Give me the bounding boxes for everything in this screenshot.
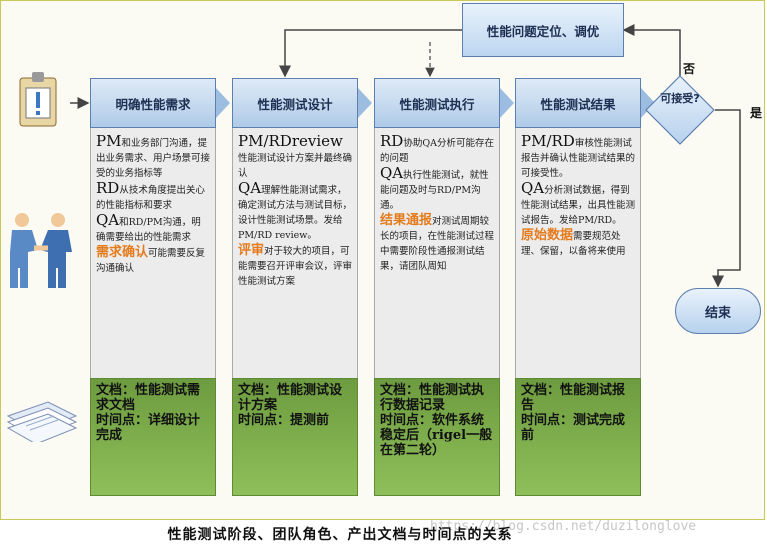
decision-diamond — [645, 75, 715, 145]
highlight-label: 评审 — [238, 243, 265, 258]
body-text: 协助QA分析可能存在的问题 — [380, 138, 494, 164]
body-text: 和RD/PM沟通，明确需要给出的性能需求 — [96, 217, 201, 243]
highlight-label: 需求确认 — [96, 245, 149, 260]
body-paragraph: 结果通报对测试周期较长的项目，在性能测试过程中需要阶段性通报测试结果，请团队周知 — [380, 213, 494, 274]
body-paragraph: PM和业务部门沟通，提出业务需求、用户场景可接受的业务指标等 — [96, 134, 210, 181]
role-label: QA — [238, 179, 262, 197]
decision-label: 可接受? — [660, 92, 700, 105]
documents-icon — [6, 401, 78, 442]
body-text: 审核性能测试报告并确认性能测试结果的可接受性。 — [521, 138, 636, 179]
tuning-box: 性能问题定位、调优 — [462, 3, 624, 57]
body-paragraph: QA和RD/PM沟通，明确需要给出的性能需求 — [96, 213, 210, 245]
column-doc: 文档：性能测试报告 时间点：测试完成前 — [515, 378, 641, 496]
body-text: 可能需要反复沟通确认 — [96, 248, 206, 274]
body-text: 对测试周期较长的项目，在性能测试过程中需要阶段性通报测试结果，请团队周知 — [380, 216, 495, 272]
role-label: QA — [96, 211, 120, 229]
body-paragraph: PM/RD审核性能测试报告并确认性能测试结果的可接受性。 — [521, 134, 635, 181]
body-text: 和业务部门沟通，提出业务需求、用户场景可接受的业务指标等 — [96, 138, 211, 179]
role-label: QA — [521, 179, 545, 197]
body-text: 分析测试数据，得到性能测试结果，出具性能测试报告。发给PM/RD。 — [521, 185, 636, 226]
time-text: 时间点：详细设计完成 — [96, 413, 201, 443]
no-label: 否 — [683, 62, 696, 76]
yes-label: 是 — [750, 106, 763, 120]
body-paragraph: QA分析测试数据，得到性能测试结果，出具性能测试报告。发给PM/RD。 — [521, 181, 635, 228]
body-text: 对于较大的项目，可能需要召开评审会议，评审性能测试方案 — [238, 246, 353, 287]
column-title: 明确性能需求 — [90, 78, 230, 128]
column-doc: 文档：性能测试执行数据记录 时间点：软件系统稳定后（rigel一般在第二轮） — [374, 378, 500, 496]
time-text: 时间点：软件系统稳定后（rigel一般在第二轮） — [380, 413, 493, 458]
role-label: PM — [96, 132, 122, 150]
body-paragraph: 评审对于较大的项目，可能需要召开评审会议，评审性能测试方案 — [238, 243, 352, 289]
column-title: 性能测试设计 — [232, 78, 372, 128]
body-text: 需要规范处理、保留，以备将来使用 — [521, 231, 626, 257]
watermark: https://blog.csdn.net/duzilonglove — [430, 519, 697, 534]
end-box: 结束 — [675, 288, 761, 334]
role-label: RD — [96, 179, 120, 197]
body-paragraph: PM/RDreview 性能测试设计方案并最终确认 — [238, 134, 352, 181]
body-paragraph: QA执行性能测试，就性能问题及时与RD/PM沟通。 — [380, 166, 494, 213]
caption: 性能测试阶段、团队角色、产出文档与时间点的关系 — [167, 527, 513, 543]
doc-text: 文档：性能测试执行数据记录 — [380, 383, 485, 413]
body-paragraph: RD从技术角度提出关心的性能指标和要求 — [96, 181, 210, 213]
column-title: 性能测试结果 — [515, 78, 655, 128]
doc-text: 文档：性能测试设计方案 — [238, 383, 343, 413]
role-label: PM/RD — [521, 132, 575, 150]
body-text: 性能测试设计方案并最终确认 — [238, 153, 353, 179]
highlight-label: 结果通报 — [380, 213, 433, 228]
time-text: 时间点：提测前 — [238, 413, 330, 428]
body-paragraph: QA理解性能测试需求，确定测试方法与测试目标，设计性能测试场景。发给PM/RD … — [238, 181, 352, 243]
body-paragraph: RD协助QA分析可能存在的问题 — [380, 134, 494, 166]
no-arrow — [622, 24, 681, 76]
column-body: PM/RD审核性能测试报告并确认性能测试结果的可接受性。QA分析测试数据，得到性… — [515, 128, 641, 378]
highlight-label: 原始数据 — [521, 228, 574, 243]
column-doc: 文档：性能测试需求文档 时间点：详细设计完成 — [90, 378, 216, 496]
column-title: 性能测试执行 — [374, 78, 514, 128]
body-paragraph: 原始数据需要规范处理、保留，以备将来使用 — [521, 228, 635, 259]
role-label: QA — [380, 164, 404, 182]
column-results: 性能测试结果 PM/RD审核性能测试报告并确认性能测试结果的可接受性。QA分析测… — [515, 78, 655, 496]
yes-arrow — [712, 109, 741, 288]
body-text: 从技术角度提出关心的性能指标和要求 — [96, 185, 205, 211]
body-paragraph: 需求确认可能需要反复沟通确认 — [96, 245, 210, 276]
time-text: 时间点：测试完成前 — [521, 413, 626, 443]
role-label: PM/RDreview — [238, 132, 343, 150]
id-badge-icon — [19, 72, 57, 127]
feedback-arrow — [279, 29, 462, 78]
body-text: 理解性能测试需求，确定测试方法与测试目标，设计性能测试场景。发给PM/RD re… — [238, 185, 353, 241]
doc-text: 文档：性能测试需求文档 — [96, 383, 201, 413]
column-doc: 文档：性能测试设计方案 时间点：提测前 — [232, 378, 358, 496]
role-label: RD — [380, 132, 404, 150]
body-text: 执行性能测试，就性能问题及时与RD/PM沟通。 — [380, 170, 489, 211]
handshake-people-icon — [10, 213, 72, 288]
doc-text: 文档：性能测试报告 — [521, 383, 626, 413]
